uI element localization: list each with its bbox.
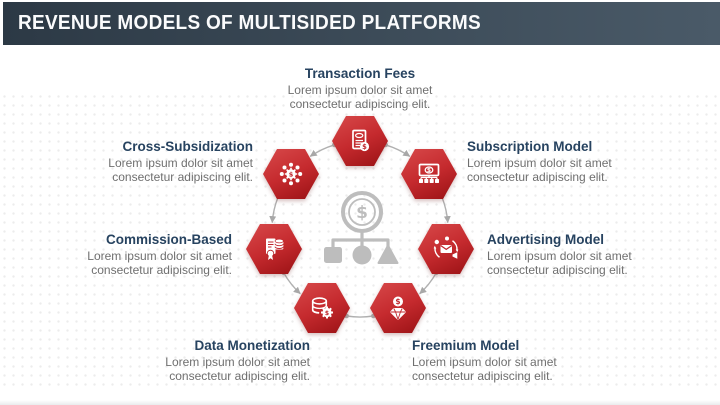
hexagon-transaction-fees: $ [332, 116, 388, 166]
hexagon-data-monetization: $ [294, 283, 350, 333]
label-cross-subsidization: Cross-Subsidization Lorem ipsum dolor si… [83, 139, 253, 184]
item-title: Advertising Model [487, 232, 605, 247]
label-data-monetization: Data Monetization Lorem ipsum dolor sit … [140, 338, 310, 383]
slide-bottom-edge [0, 400, 720, 405]
item-title: Commission-Based [105, 232, 232, 247]
hexagon-subscription-model: $ [401, 149, 457, 199]
label-advertising-model: Advertising Model Lorem ipsum dolor sit … [487, 232, 657, 277]
dollar-hub-icon: $ [279, 162, 303, 186]
dollar-diamond-icon: $ [390, 296, 406, 320]
label-transaction-fees: Transaction Fees Lorem ipsum dolor sit a… [250, 66, 470, 111]
hexagon-freemium-model: $ [370, 283, 426, 333]
item-title: Subscription Model [467, 139, 593, 154]
label-freemium-model: Freemium Model Lorem ipsum dolor sit ame… [412, 338, 582, 383]
certificate-coins-icon [266, 238, 284, 260]
svg-text:$: $ [325, 310, 329, 317]
item-title: Cross-Subsidization [122, 139, 253, 154]
label-commission-based: Commission-Based Lorem ipsum dolor sit a… [62, 232, 232, 277]
page-title: REVENUE MODELS OF MULTISIDED PLATFORMS [18, 12, 481, 34]
label-subscription-model: Subscription Model Lorem ipsum dolor sit… [467, 139, 637, 184]
receipt-dollar-icon: $ [352, 129, 370, 152]
svg-text:$: $ [289, 171, 294, 179]
svg-text:$: $ [395, 297, 400, 306]
hexagon-cross-subsidization: $ [263, 149, 319, 199]
item-title: Transaction Fees [304, 66, 416, 81]
item-title: Data Monetization [194, 338, 310, 353]
database-gear-icon: $ [311, 297, 333, 319]
header-bar: REVENUE MODELS OF MULTISIDED PLATFORMS [3, 2, 720, 45]
item-title: Freemium Model [412, 338, 520, 353]
hexagon-advertising-model [418, 224, 474, 274]
banknote-network-icon: $ [418, 163, 440, 183]
svg-text:$: $ [427, 167, 431, 174]
svg-text:$: $ [362, 143, 367, 151]
campaign-envelope-icon [433, 236, 459, 259]
hexagon-commission-based [246, 224, 302, 274]
